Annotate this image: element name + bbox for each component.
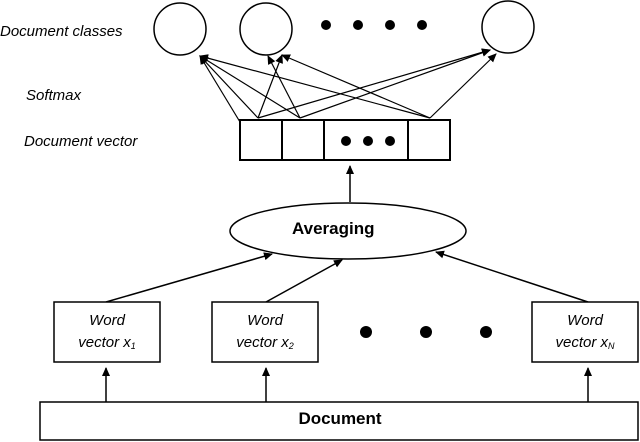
- ellipsis-dot: [417, 20, 427, 30]
- word-vector-box-2: [211, 301, 319, 363]
- averaging-label: Averaging: [292, 219, 375, 238]
- word-vector-box-3: [531, 301, 639, 363]
- word-vector-line2: vector x: [78, 334, 131, 351]
- word-vector-line2: vector x: [236, 334, 289, 351]
- word-vector-subscript: 2: [288, 341, 294, 351]
- word-vector-line1: Word: [89, 312, 125, 329]
- document-label: Document: [298, 409, 382, 428]
- word-vector-3: Word vector xN: [533, 310, 637, 357]
- ellipsis-dot: [360, 326, 372, 338]
- class-node-3: [481, 0, 535, 54]
- averaging-node: [229, 202, 467, 260]
- word-vector-2: Word vector x2: [213, 310, 317, 357]
- word-vector-subscript: N: [608, 341, 615, 351]
- softmax-connections: [199, 48, 497, 123]
- word-vector-line1: Word: [247, 312, 283, 329]
- word-vector-line1: Word: [567, 312, 603, 329]
- label-document-vector: Document vector: [24, 133, 138, 150]
- label-document-classes: Document classes: [0, 23, 123, 40]
- ellipsis-dot: [480, 326, 492, 338]
- ellipsis-dot: [321, 20, 331, 30]
- ellipsis-dot: [385, 20, 395, 30]
- class-node-1: [153, 2, 207, 56]
- word-vector-box-1: [53, 301, 161, 363]
- ellipsis-dot: [353, 20, 363, 30]
- document-vector: [239, 119, 451, 161]
- word-vector-subscript: 1: [130, 341, 136, 351]
- document-box: [39, 401, 639, 441]
- class-node-2: [239, 2, 293, 56]
- ellipsis-dot: [420, 326, 432, 338]
- word-vector-line2: vector x: [555, 334, 608, 351]
- label-softmax: Softmax: [26, 87, 82, 104]
- word-vector-1: Word vector x1: [55, 310, 159, 357]
- word-to-averaging-arrows: [105, 250, 589, 303]
- document-to-word-arrows: [102, 367, 592, 402]
